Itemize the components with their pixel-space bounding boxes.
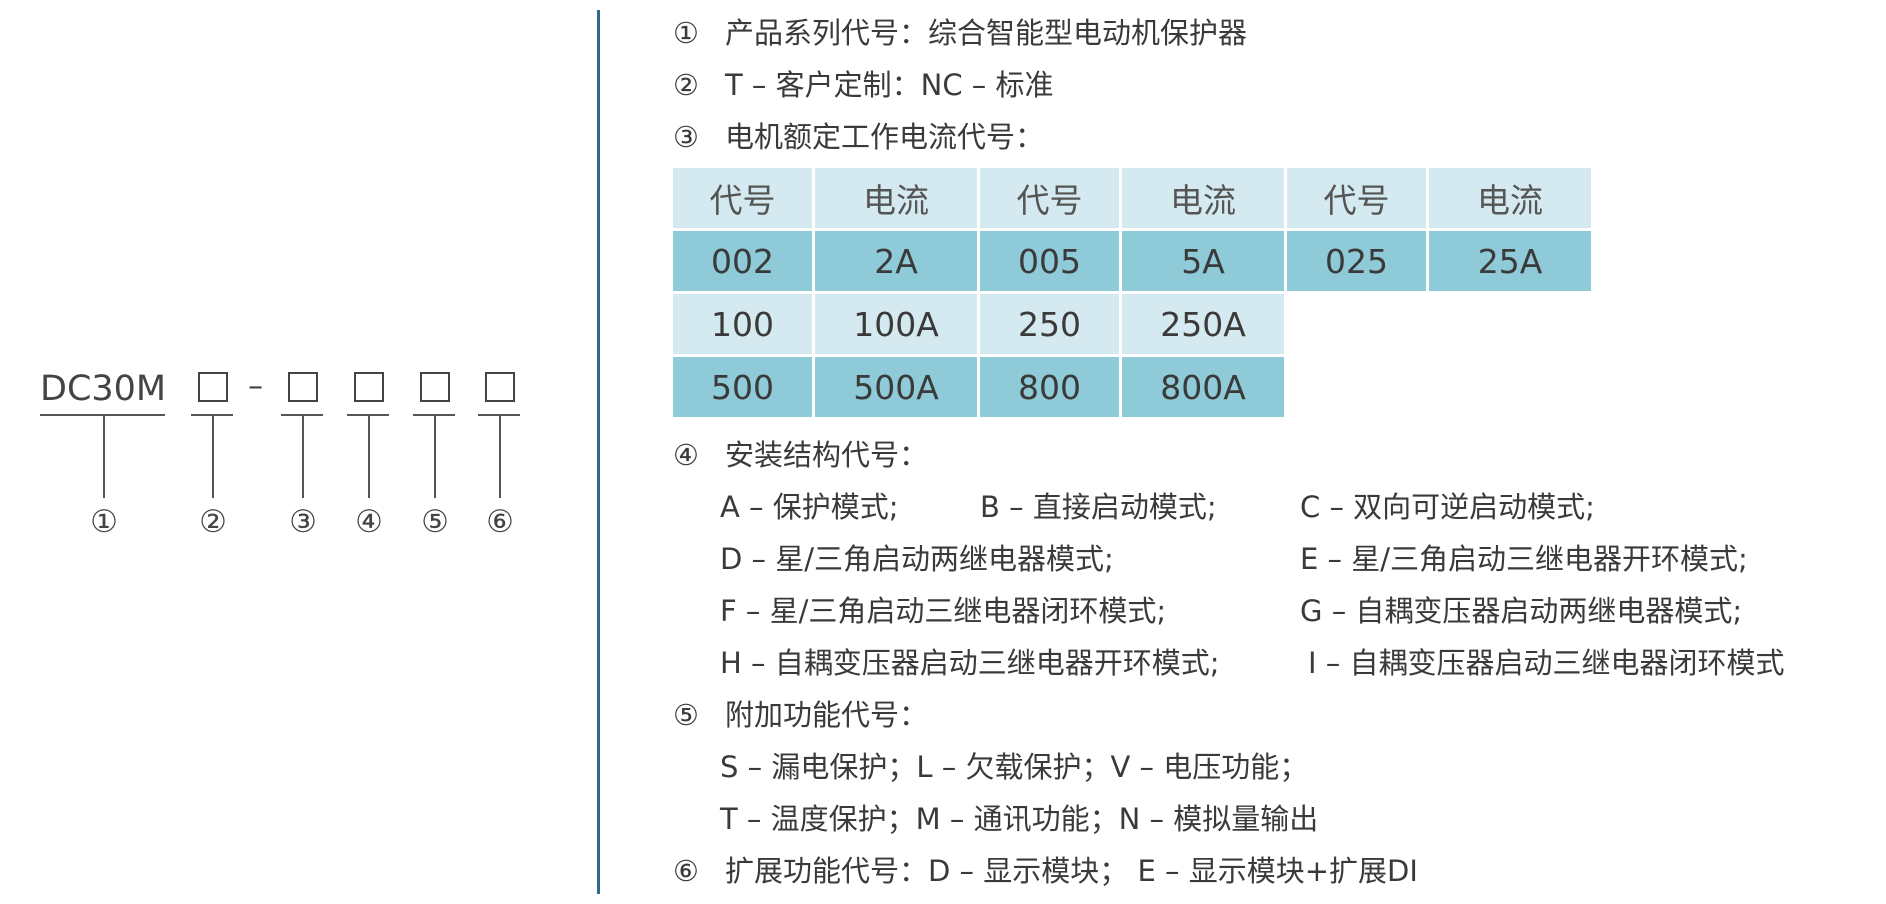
callout-3: ③ — [289, 504, 317, 540]
vertical-divider — [597, 10, 600, 894]
item-current: ③ 电机额定工作电流代号： — [673, 117, 1044, 157]
item-series: ① 产品系列代号：综合智能型电动机保护器 — [673, 13, 1247, 53]
item-number: ① — [673, 16, 699, 50]
item-number: ④ — [673, 438, 699, 472]
table-header-cell: 电流 — [1429, 168, 1591, 228]
item-number: ⑥ — [673, 854, 699, 888]
item-mount: ④ 安装结构代号： — [673, 435, 928, 475]
mount-option: A – 保护模式; — [720, 490, 899, 524]
mount-option: F – 星/三角启动三继电器闭环模式; — [720, 594, 1167, 628]
table-cell: 2A — [815, 231, 977, 291]
table-header-cell: 代号 — [673, 168, 812, 228]
item-text: T – 客户定制：NC – 标准 — [725, 68, 1054, 102]
code-box-5 — [420, 372, 450, 402]
table-cell: 005 — [980, 231, 1119, 291]
mount-option: I – 自耦变压器启动三继电器闭环模式 — [1308, 646, 1785, 680]
item-addon: ⑤ 附加功能代号： — [673, 695, 928, 735]
table-cell: 500 — [673, 357, 812, 417]
callout-1: ① — [90, 504, 118, 540]
table-row: 500 500A 800 800A — [673, 357, 1594, 417]
table-cell: 800A — [1122, 357, 1284, 417]
item-text: 产品系列代号：综合智能型电动机保护器 — [725, 16, 1248, 50]
mount-option: D – 星/三角启动两继电器模式; — [720, 542, 1114, 576]
mount-option: H – 自耦变压器启动三继电器开环模式; — [720, 646, 1220, 680]
table-header-cell: 代号 — [980, 168, 1119, 228]
item-text: 电机额定工作电流代号： — [725, 120, 1045, 154]
code-box-4 — [354, 372, 384, 402]
item-text: 附加功能代号： — [725, 698, 929, 732]
leader-line-2 — [212, 415, 214, 498]
code-box-3 — [288, 372, 318, 402]
model-prefix: DC30M — [40, 369, 167, 409]
leader-line-3 — [302, 415, 304, 498]
table-cell: 5A — [1122, 231, 1284, 291]
table-cell: 250 — [980, 294, 1119, 354]
callout-6: ⑥ — [486, 504, 514, 540]
table-header-cell: 代号 — [1287, 168, 1426, 228]
table-cell: 100A — [815, 294, 977, 354]
mount-option: B – 直接启动模式; — [980, 490, 1217, 524]
item-number: ⑤ — [673, 698, 699, 732]
callout-2: ② — [199, 504, 227, 540]
callout-5: ⑤ — [421, 504, 449, 540]
item-number: ② — [673, 68, 699, 102]
code-box-2 — [198, 372, 228, 402]
leader-line-6 — [499, 415, 501, 498]
leader-line-1 — [103, 415, 105, 498]
prefix-underline — [40, 414, 165, 416]
table-cell: 25A — [1429, 231, 1591, 291]
item-extend: ⑥ 扩展功能代号：D – 显示模块； E – 显示模块+扩展DI — [673, 851, 1418, 891]
table-header-cell: 电流 — [1122, 168, 1284, 228]
table-cell: 025 — [1287, 231, 1426, 291]
item-text: 安装结构代号： — [725, 438, 929, 472]
table-cell: 500A — [815, 357, 977, 417]
addon-options: T – 温度保护；M – 通讯功能；N – 模拟量输出 — [720, 802, 1319, 836]
table-row: 002 2A 005 5A 025 25A — [673, 231, 1594, 291]
table-cell: 002 — [673, 231, 812, 291]
table-header-row: 代号 电流 代号 电流 代号 电流 — [673, 168, 1594, 228]
addon-options: S – 漏电保护；L – 欠载保护；V – 电压功能； — [720, 750, 1309, 784]
callout-4: ④ — [355, 504, 383, 540]
table-header-cell: 电流 — [815, 168, 977, 228]
item-text: 扩展功能代号：D – 显示模块； E – 显示模块+扩展DI — [725, 854, 1418, 888]
table-cell: 250A — [1122, 294, 1284, 354]
table-cell: 800 — [980, 357, 1119, 417]
leader-line-4 — [368, 415, 370, 498]
item-number: ③ — [673, 120, 699, 154]
leader-line-5 — [434, 415, 436, 498]
table-cell: 100 — [673, 294, 812, 354]
code-box-6 — [485, 372, 515, 402]
table-row: 100 100A 250 250A — [673, 294, 1594, 354]
mount-option: C – 双向可逆启动模式; — [1300, 490, 1595, 524]
mount-option: E – 星/三角启动三继电器开环模式; — [1300, 542, 1748, 576]
item-custom: ② T – 客户定制：NC – 标准 — [673, 65, 1054, 105]
model-separator: – — [248, 369, 263, 404]
mount-option: G – 自耦变压器启动两继电器模式; — [1300, 594, 1743, 628]
current-code-table: 代号 电流 代号 电流 代号 电流 002 2A 005 5A 025 25A … — [673, 168, 1594, 420]
